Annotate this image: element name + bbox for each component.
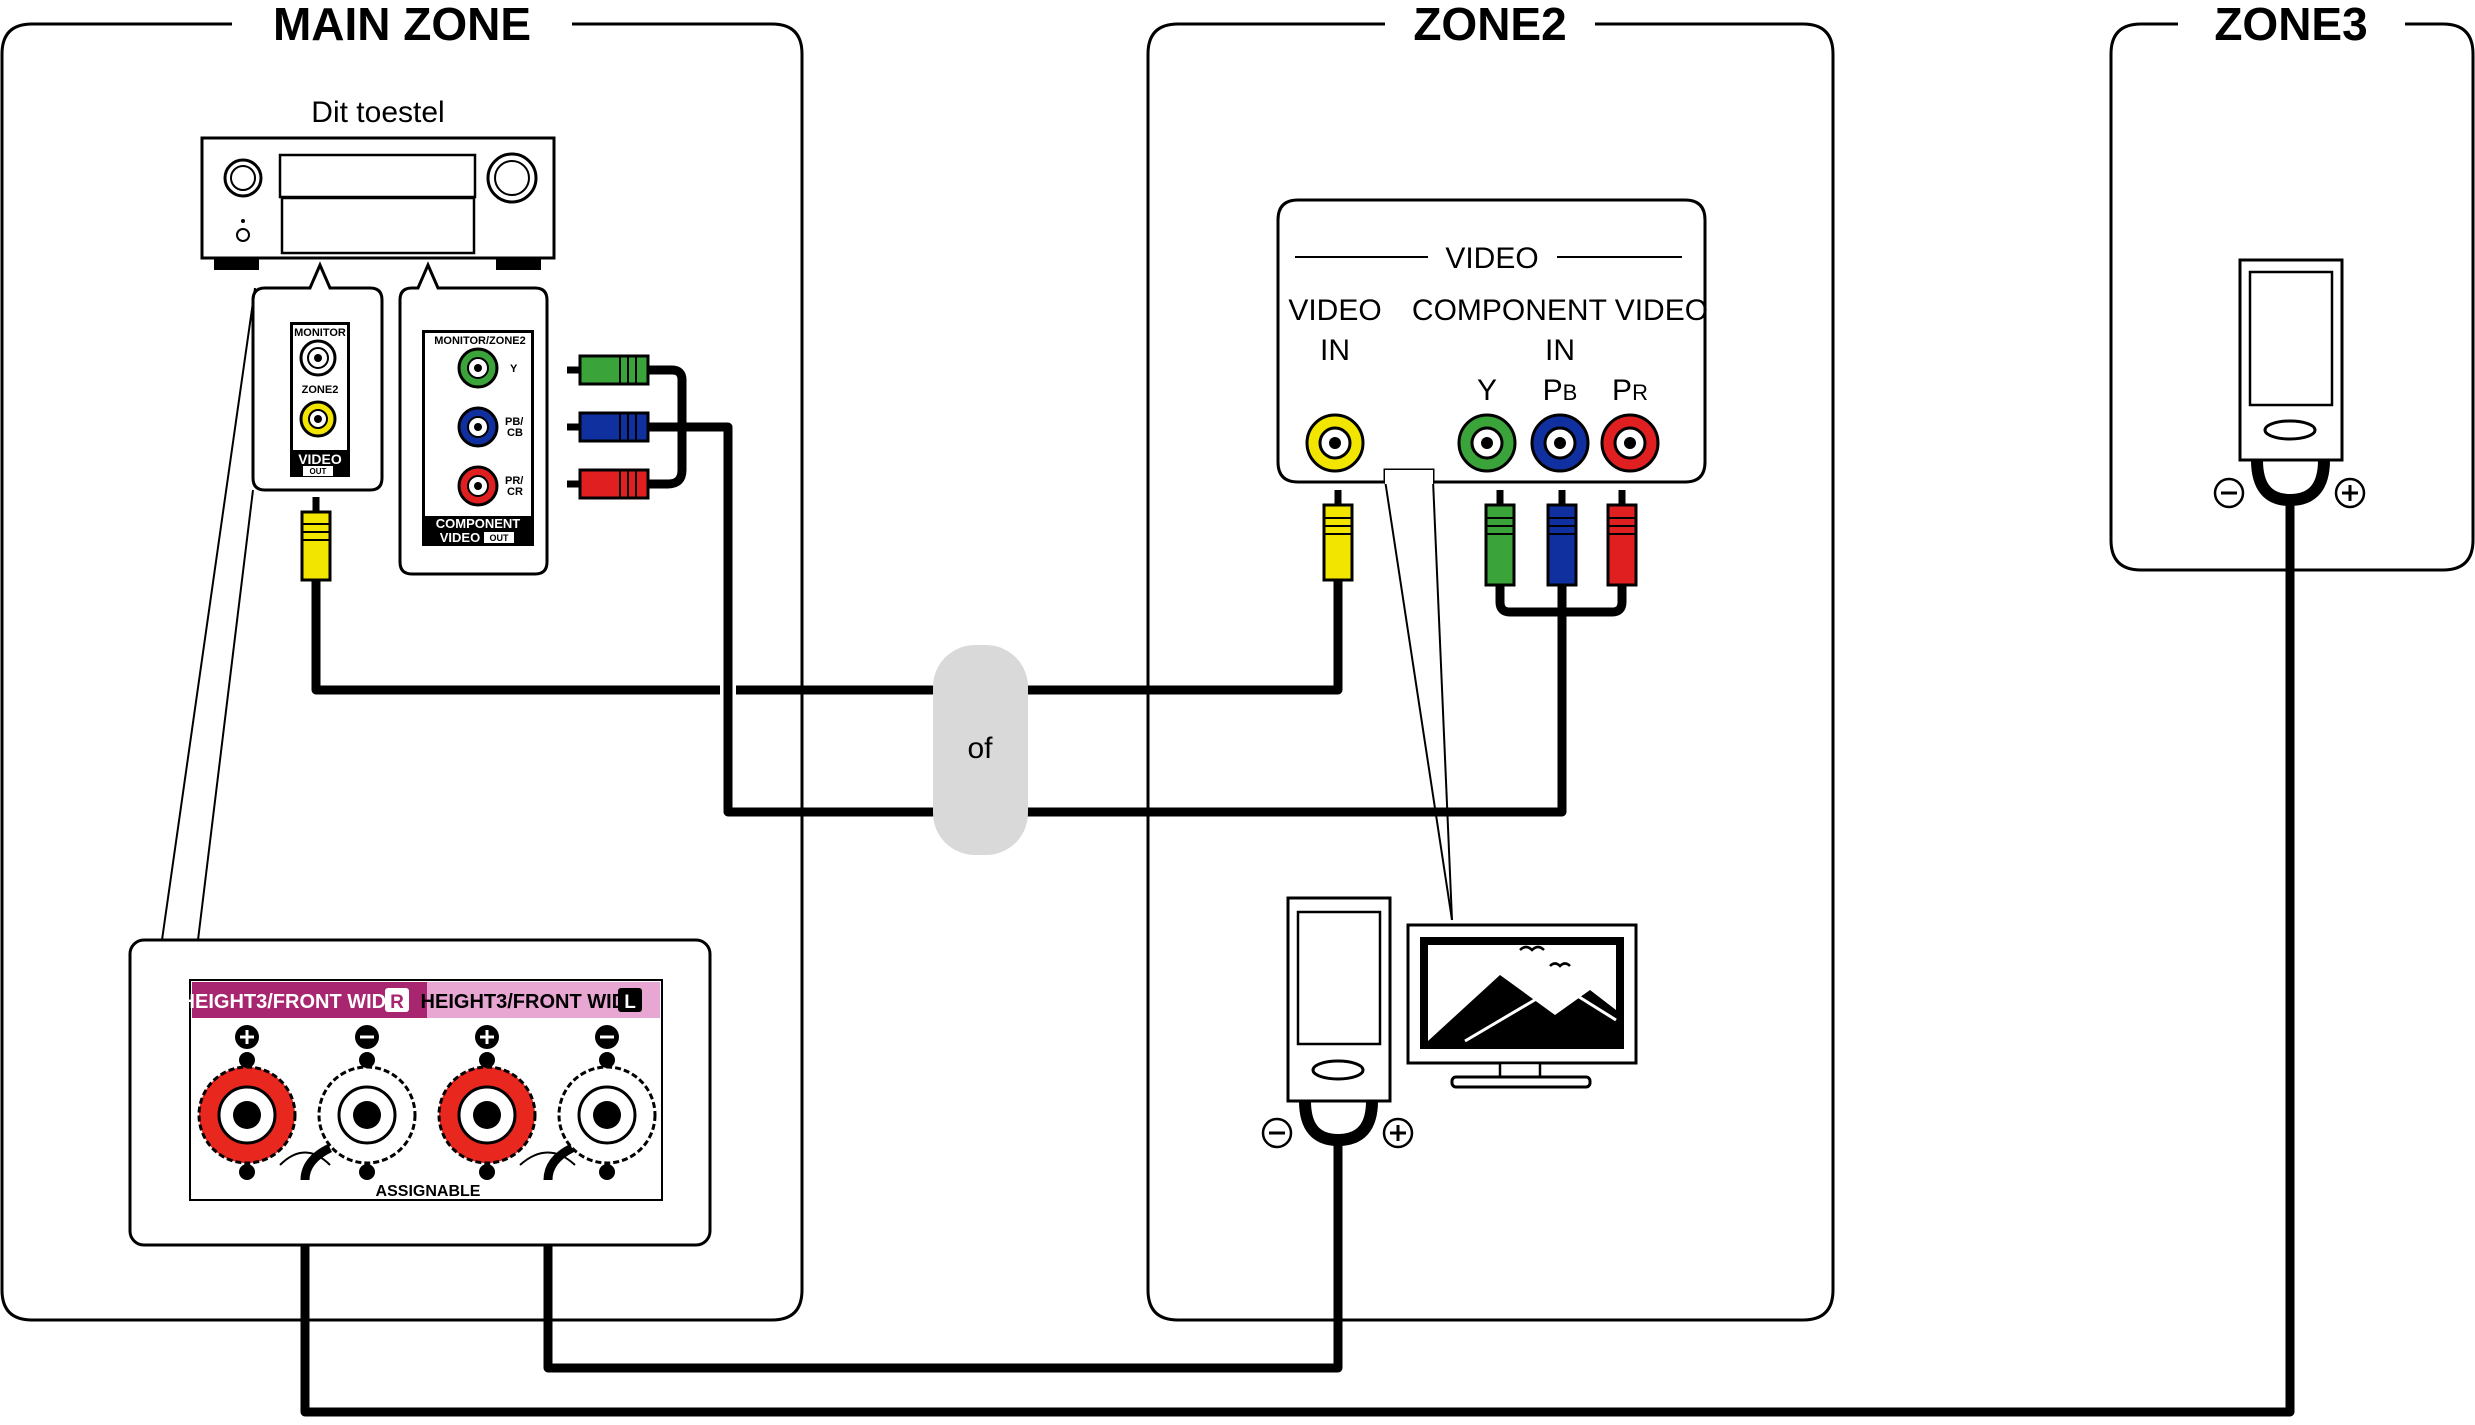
component-out-pb-label: PB/ — [505, 416, 523, 428]
composite-video-cable — [311, 580, 1343, 695]
tv-pb-p: P — [1543, 374, 1563, 407]
rca-plug-icon — [1546, 490, 1578, 587]
zone2-title: ZONE2 — [1413, 0, 1566, 50]
component-cable-main — [648, 422, 1567, 817]
speaker-terminal-panel: HEIGHT3/FRONT WIDE R HEIGHT3/FRONT WIDE … — [128, 287, 712, 1247]
tv-video-in-jack — [1305, 413, 1365, 473]
main-zone-box: MAIN ZONE — [0, 0, 804, 1322]
minus-icon — [595, 1025, 619, 1049]
component-out-header: MONITOR/ZONE2 — [434, 335, 525, 347]
speaker-terminal-plus-r — [197, 1052, 297, 1180]
video-out-video-label: VIDEO — [298, 451, 342, 467]
speaker-left-badge: L — [624, 992, 636, 1013]
speaker-terminal-minus-l — [557, 1052, 657, 1180]
speaker-icon — [1261, 896, 1414, 1149]
tv-pr-p: P — [1612, 374, 1632, 407]
component-out-pr-label: PR/ — [505, 475, 523, 487]
tv-component-label-1: COMPONENT VIDEO — [1412, 294, 1708, 327]
tv-pr-sub: R — [1632, 380, 1648, 405]
tv-pb-jack — [1530, 413, 1590, 473]
zone2-box: ZONE2 — [1146, 0, 1835, 1322]
tv-pb-sub: B — [1563, 380, 1578, 405]
video-out-zone2-label: ZONE2 — [302, 384, 339, 396]
speaker-wire-zone2 — [543, 1135, 1343, 1373]
speaker-wire-zone3 — [300, 495, 2295, 1417]
tv-video-in-label-1: VIDEO — [1288, 294, 1381, 327]
or-label: of — [967, 732, 993, 765]
speaker-right-label: HEIGHT3/FRONT WIDE — [181, 991, 400, 1013]
plus-icon — [1382, 1117, 1414, 1149]
video-out-panel: MONITOR ZONE2 VIDEO OUT — [251, 261, 384, 492]
component-out-video-label: VIDEO — [440, 530, 480, 545]
component-out-cb-label: CB — [507, 427, 523, 439]
video-out-monitor-label: MONITOR — [294, 327, 346, 339]
component-out-cr-label: CR — [507, 486, 523, 498]
plus-icon — [235, 1025, 259, 1049]
minus-icon — [2213, 477, 2245, 509]
plus-icon — [475, 1025, 499, 1049]
tv-pr-jack — [1600, 413, 1660, 473]
rca-plug-icon — [300, 497, 332, 582]
minus-icon — [1261, 1117, 1293, 1149]
component-out-out-label: OUT — [490, 533, 510, 543]
tv-video-in-label-2: IN — [1320, 334, 1350, 367]
receiver-icon: Dit toestel — [200, 96, 556, 270]
rca-plug-icon — [567, 468, 650, 500]
speaker-icon — [2213, 258, 2366, 509]
tv-component-label-2: IN — [1545, 334, 1575, 367]
rca-plug-icon — [1322, 490, 1354, 582]
component-out-y-label: Y — [510, 363, 518, 375]
tv-y-jack — [1457, 413, 1517, 473]
speaker-left-label: HEIGHT3/FRONT WIDE — [421, 991, 640, 1013]
rca-plug-icon — [1484, 490, 1516, 587]
speaker-assignable-label: ASSIGNABLE — [376, 1183, 481, 1200]
speaker-right-badge: R — [390, 992, 404, 1013]
component-out-panel: MONITOR/ZONE2 Y PB/ CB PR/ CR COMPONENT … — [398, 261, 549, 576]
cables — [300, 365, 2295, 1417]
tv-input-panel: VIDEO VIDEO IN COMPONENT VIDEO IN Y PB P… — [1276, 198, 1708, 921]
or-indicator: of — [933, 645, 1028, 855]
video-out-out-label: OUT — [310, 467, 327, 476]
receiver-label: Dit toestel — [311, 96, 444, 129]
rca-plug-icon — [1606, 490, 1638, 587]
plus-icon — [2334, 477, 2366, 509]
speaker-terminal-minus-r — [317, 1052, 417, 1180]
tv-pr-label: PR — [1612, 374, 1648, 407]
tv-pb-label: PB — [1543, 374, 1578, 407]
speaker-terminal-plus-l — [437, 1052, 537, 1180]
minus-icon — [355, 1025, 379, 1049]
rca-plug-icon — [567, 354, 650, 386]
tv-icon — [1406, 923, 1638, 1089]
main-zone-title: MAIN ZONE — [273, 0, 531, 50]
tv-y-label: Y — [1477, 374, 1497, 407]
tv-video-header: VIDEO — [1445, 242, 1538, 275]
zone3-title: ZONE3 — [2214, 0, 2367, 50]
component-out-component-label: COMPONENT — [436, 516, 521, 531]
rca-plug-icon — [567, 411, 650, 443]
